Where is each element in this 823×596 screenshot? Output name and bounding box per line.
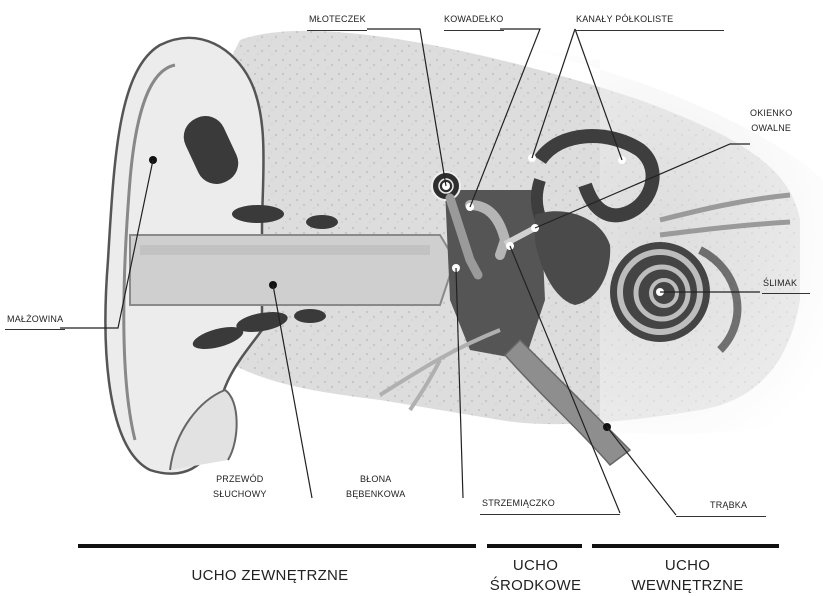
section-label-outer: UCHO ZEWNĘTRZNE	[120, 566, 420, 586]
label-underline	[5, 329, 65, 330]
label-underline	[574, 30, 724, 31]
label-malzowina: MAŁŻOWINA	[7, 314, 63, 324]
leader-line	[607, 427, 676, 515]
label-slimak: ŚLIMAK	[763, 278, 797, 288]
label-underline	[676, 516, 766, 517]
section-label-middle: UCHO ŚRODKOWE	[478, 556, 593, 596]
label-okienko-owalne: OKIENKO OWALNE	[750, 106, 792, 136]
label-kowadelko: KOWADEŁKO	[444, 14, 503, 24]
label-przewod-sluchowy: PRZEWÓD SŁUCHOWY	[213, 472, 267, 502]
label-kanaly-polkoliste: KANAŁY PÓŁKOLISTE	[576, 14, 673, 24]
label-mloteczek: MŁOTECZEK	[309, 14, 366, 24]
cartilage	[232, 205, 284, 223]
cartilage	[294, 309, 326, 323]
label-strzemiaczko: STRZEMIĄCZKO	[482, 498, 555, 508]
label-underline	[307, 30, 367, 31]
label-trabka: TRĄBKA	[710, 500, 747, 510]
section-bar-inner	[592, 544, 779, 548]
section-bar-middle	[487, 544, 582, 548]
section-bar-outer	[78, 544, 476, 548]
label-underline	[444, 30, 504, 31]
label-blona-bebenkowa: BŁONA BĘBENKOWA	[346, 472, 405, 502]
label-underline	[762, 293, 810, 294]
section-label-inner: UCHO WEWNĘTRZNE	[600, 556, 775, 596]
cartilage	[306, 215, 338, 229]
label-underline	[480, 514, 620, 515]
